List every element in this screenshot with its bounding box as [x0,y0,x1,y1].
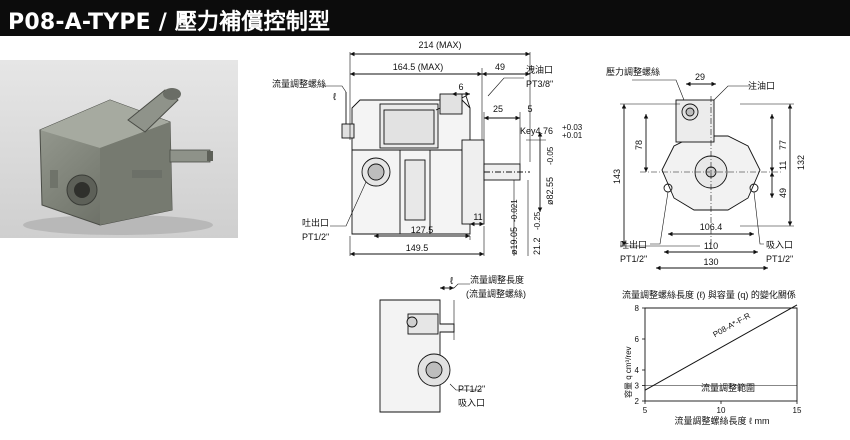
label-drain: 洩油口 [526,64,553,75]
dim-5: 5 [527,104,532,114]
dim-127-5: 127.5 [411,225,434,235]
chart-ytick-label: 6 [635,335,640,344]
dim-214: 214 (MAX) [418,40,461,50]
label-drain-pt: PT3/8" [526,79,553,89]
title-bar: P08-A-TYPE / 壓力補償控制型 [0,0,850,36]
dim-6: 6 [458,82,463,92]
front-view [620,79,794,271]
chart-annotation-range: 流量調整範圍 [701,382,755,393]
pump-photo [0,60,238,238]
detail-view [379,283,482,413]
dim-164-5: 164.5 (MAX) [393,62,444,72]
dim-21-2: 21.2 [532,237,542,255]
label-outlet-front: 吐出口 [620,239,647,250]
dim-49-side: 49 [495,62,505,72]
label-flow-screw-detail: (流量調整螺絲) [466,288,526,299]
pump-photo-drawing [0,60,238,238]
label-outlet-side: 吐出口 [302,217,329,228]
dim-11-side: 11 [473,212,482,222]
label-pressure-screw: 壓力調整螺絲 [606,66,660,77]
dim-77: 77 [778,140,788,150]
chart-xtick-label: 15 [793,406,802,415]
chart-ytick-label: 4 [635,366,640,375]
chart-series-line [644,304,798,391]
label-flow-length: 流量調整長度 [470,274,524,285]
dim-132: 132 [796,155,806,170]
label-flow-screw: 流量調整螺絲 [272,78,326,89]
dim-key-tol-lo: +0.01 [562,131,583,140]
dim-25: 25 [493,104,503,114]
side-view-labels: 214 (MAX) 164.5 (MAX) 49 6 25 5 Key4.76 … [272,40,583,255]
dim-29: 29 [695,72,705,82]
dim-19-05-tol: -0.021 [510,199,519,222]
front-view-labels: 壓力調整螺絲 注油口 29 78 143 77 132 11 49 106.4 … [606,66,806,267]
dim-106-4: 106.4 [700,222,723,232]
label-inlet-pt-front: PT1/2" [766,254,793,264]
dim-11-front: 11 [778,161,788,170]
dim-key: Key4.76 [520,126,553,136]
chart-xlabel: 流量調整螺絲長度 ℓ mm [675,415,770,426]
dim-49-front: 49 [778,188,788,198]
dim-143: 143 [612,169,622,184]
dim-130: 130 [703,257,718,267]
label-inlet-detail: 吸入口 [458,398,485,408]
dim-key-tol-hi: +0.03 [562,123,583,132]
chart-ytick-label: 3 [635,382,640,391]
chart-xtick-label: 10 [717,406,726,415]
chart-ytick-label: 2 [635,397,640,406]
chart-title: 流量調整螺絲長度 (ℓ) 與容量 (q) 的變化關係 [622,289,796,300]
label-l-detail: ℓ [450,276,454,287]
dim-82-55-tol: -0.05 [546,146,555,165]
label-l-side: ℓ [333,92,337,103]
page-title: P08-A-TYPE / 壓力補償控制型 [8,10,331,35]
dim-78: 78 [634,140,644,150]
chart-ylabel: 容量 q cm³/rev [623,346,633,398]
chart-xtick-label: 5 [643,406,648,415]
dim-21-2-tol: -0.25 [533,211,542,230]
dim-19-05: ø19.05 [509,227,519,255]
dim-110: 110 [704,241,718,251]
label-outlet-pt-front: PT1/2" [620,254,647,264]
side-view [322,51,546,257]
label-pt-detail: PT1/2" [458,384,485,394]
label-inlet-front: 吸入口 [766,240,793,250]
detail-view-labels: ℓ 流量調整長度 (流量調整螺絲) PT1/2" 吸入口 [450,274,526,408]
flow-chart: 流量調整螺絲長度 (ℓ) 與容量 (q) 的變化關係 容量 q cm³/rev … [622,289,802,426]
dim-149-5: 149.5 [406,243,429,253]
dim-82-55: ø82.55 [545,177,555,205]
chart-ytick-label: 8 [635,304,640,313]
label-outlet-pt-side: PT1/2" [302,232,329,242]
label-fill-port: 注油口 [748,80,775,91]
